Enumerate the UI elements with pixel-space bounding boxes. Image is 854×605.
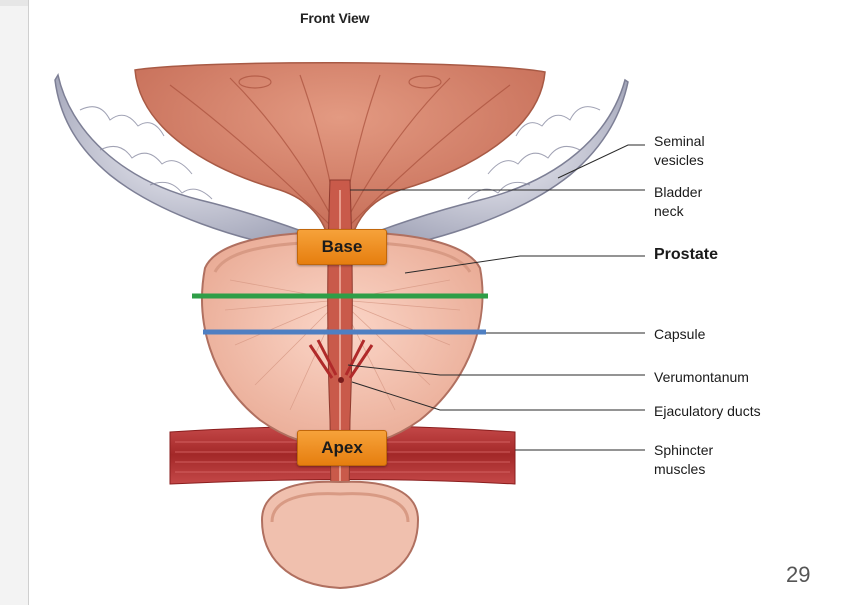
apex-tag: Apex <box>297 430 387 466</box>
label-seminal-vesicles: Seminal vesicles <box>654 132 705 170</box>
label-bladder-neck: Bladder neck <box>654 183 702 221</box>
label-verumontanum: Verumontanum <box>654 368 749 387</box>
label-prostate: Prostate <box>654 245 718 264</box>
label-ejaculatory-ducts: Ejaculatory ducts <box>654 402 761 421</box>
label-sphincter-muscles: Sphincter muscles <box>654 441 713 479</box>
label-capsule: Capsule <box>654 325 705 344</box>
penile-bulb <box>262 482 418 588</box>
diagram-title: Front View <box>300 10 369 26</box>
page-number: 29 <box>786 562 810 588</box>
base-tag: Base <box>297 229 387 265</box>
